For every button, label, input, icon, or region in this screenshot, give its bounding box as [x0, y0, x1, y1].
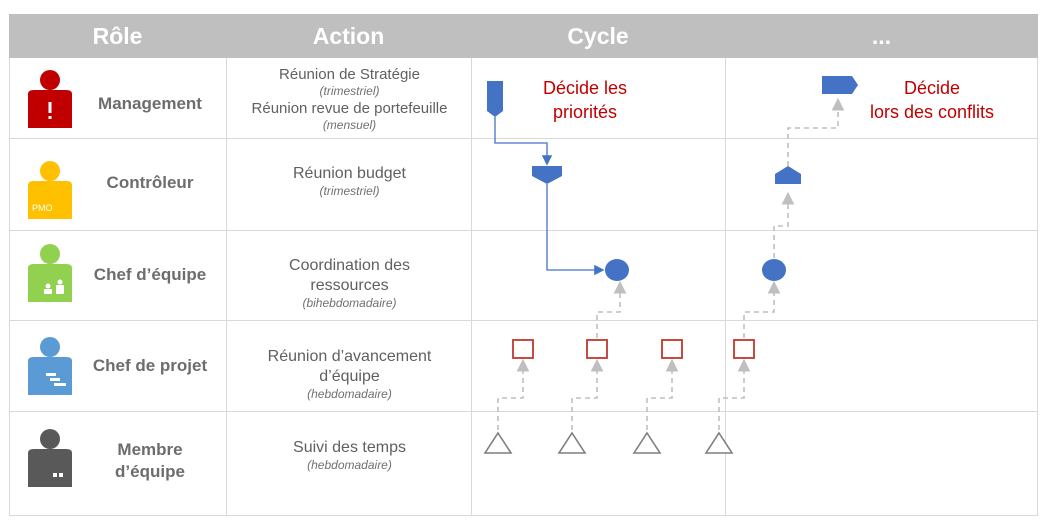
action-text: Réunion revue de portefeuille [251, 100, 448, 117]
progress-meeting-node [661, 339, 683, 359]
strategy-meeting-shape [487, 81, 503, 117]
grid-line [9, 411, 1038, 412]
timesheet-node [704, 431, 734, 454]
action-frequency: (hebdomadaire) [307, 387, 392, 401]
header-role: Rôle [92, 23, 143, 49]
coordination-node [605, 259, 629, 281]
pmo-badge-text: PMO [32, 203, 53, 213]
connector-dashed [743, 280, 781, 338]
role-controleur: Contrôleur [106, 173, 194, 192]
grid-line [9, 58, 10, 516]
table-header: Rôle Action Cycle ... [9, 14, 1038, 58]
action-chef-projet: Réunion d’avancement d’équipe (hebdomada… [228, 347, 471, 402]
action-frequency: (trimestriel) [319, 184, 380, 198]
connector-dashed [596, 280, 627, 338]
timesheet-node [557, 431, 587, 454]
role-management: Management [98, 94, 202, 113]
connector-dashed [497, 358, 530, 430]
connector-dashed [787, 97, 845, 166]
action-controleur: Réunion budget (trimestriel) [228, 164, 471, 199]
note-line: lors des conflits [869, 102, 995, 122]
grid-line [471, 58, 472, 516]
header-more: ... [871, 23, 892, 49]
role-chef-projet: Chef de projet [92, 356, 208, 375]
action-frequency: (trimestriel) [319, 84, 380, 98]
grid-line [226, 58, 227, 516]
note-decide-priorites: Décide les priorités [520, 76, 650, 124]
connector-budget-to-coordination [546, 184, 605, 276]
action-text: Réunion budget [293, 165, 406, 182]
table-grid [9, 58, 1038, 516]
note-line: priorités [552, 102, 618, 122]
action-text: Suivi des temps [293, 439, 406, 456]
budget-escalation-shape [775, 166, 801, 184]
action-chef-equipe: Coordination des ressources (bihebdomada… [228, 256, 471, 311]
person-alert-icon [28, 70, 72, 128]
coordination-node [762, 259, 786, 281]
header-cycle: Cycle [567, 23, 629, 49]
person-team-icon [28, 244, 72, 302]
progress-meeting-node [586, 339, 608, 359]
connector-dashed [571, 358, 604, 430]
role-membre-equipe: Membre d’équipe [80, 439, 220, 483]
role-chef-equipe: Chef d’équipe [93, 265, 207, 284]
dashed-connectors [497, 97, 845, 430]
action-text: d’équipe [319, 368, 380, 385]
timesheet-node [483, 431, 513, 454]
role-membre-line: d’équipe [115, 462, 185, 481]
grid-line [9, 320, 1038, 321]
person-member-icon [28, 429, 72, 487]
budget-meeting-shape [532, 166, 562, 184]
grid-line [1037, 58, 1038, 516]
conflict-decision-shape [822, 76, 858, 94]
grid-line [9, 230, 1038, 231]
action-frequency: (mensuel) [322, 118, 377, 132]
note-line: Décide [903, 78, 961, 98]
action-text: Réunion d’avancement [267, 348, 432, 365]
action-membre-equipe: Suivi des temps (hebdomadaire) [228, 438, 471, 473]
note-decide-conflits: Décide lors des conflits [852, 76, 1012, 124]
blue-flow-connectors [494, 117, 605, 276]
progress-meeting-node [733, 339, 755, 359]
note-line: Décide les [542, 78, 628, 98]
connector-dashed [646, 358, 679, 430]
action-frequency: (bihebdomadaire) [302, 296, 397, 310]
action-text: Réunion de Stratégie [279, 66, 420, 83]
connector-dashed [718, 358, 751, 430]
person-gantt-icon [28, 337, 72, 395]
action-text: Coordination des [289, 257, 410, 274]
grid-line [725, 58, 726, 516]
person-pmo-icon: PMO [28, 161, 72, 219]
grid-line [9, 515, 1038, 516]
action-management: Réunion de Stratégie (trimestriel) Réuni… [228, 65, 471, 133]
connector-strategy-to-budget [494, 117, 553, 166]
action-text: ressources [310, 277, 389, 294]
timesheet-node [632, 431, 662, 454]
header-action: Action [312, 23, 385, 49]
action-frequency: (hebdomadaire) [307, 458, 392, 472]
grid-line [9, 138, 1038, 139]
progress-meeting-node [512, 339, 534, 359]
connector-dashed [773, 191, 795, 258]
role-membre-line: Membre [117, 440, 183, 459]
